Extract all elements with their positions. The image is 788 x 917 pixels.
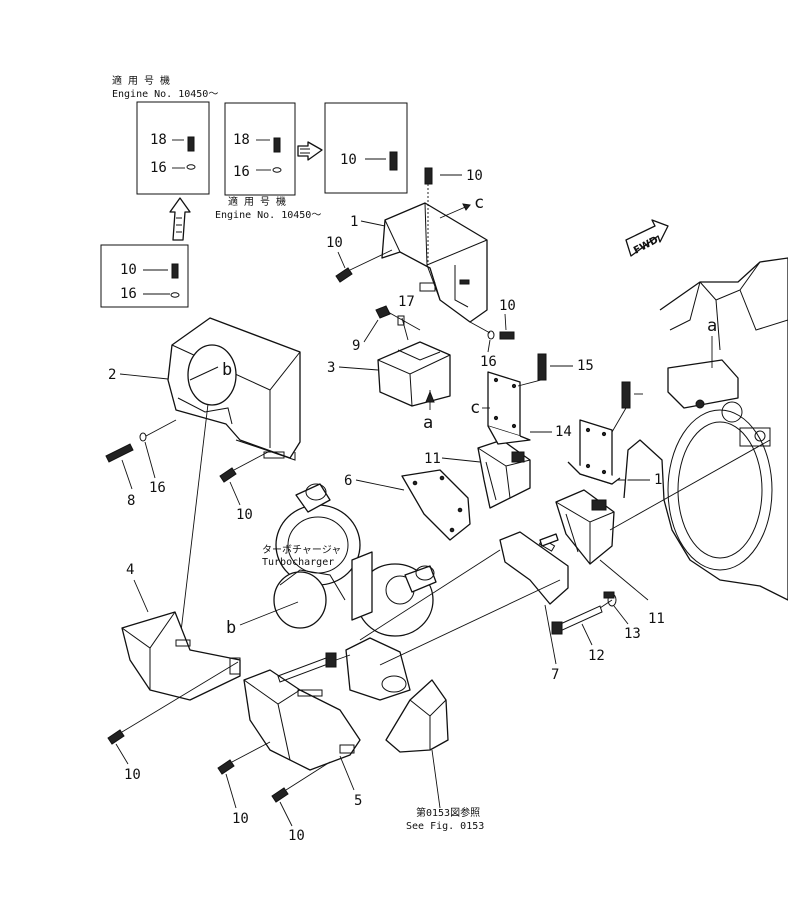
callout-18-a: 18: [150, 132, 167, 148]
see-fig-label-jp: 第0153図参照: [416, 806, 480, 819]
callout-10-c: 10: [466, 168, 483, 184]
callout-10-h: 10: [232, 811, 249, 827]
part-14-plate-b: [567, 419, 621, 485]
part-6-plate: [401, 469, 471, 541]
callout-16-c: 16: [120, 286, 137, 302]
turbo-label-jp: ターボチャージャ: [262, 544, 341, 556]
callout-10-e: 10: [499, 298, 516, 314]
callout-16-d: 16: [480, 354, 497, 370]
callout-11-b: 11: [648, 611, 665, 627]
callout-9: 9: [352, 338, 360, 354]
engine-note-jp-1: 適 用 号 機: [112, 74, 170, 87]
bolt-long-mid: [277, 652, 351, 683]
callout-8: 8: [127, 493, 135, 509]
part-4-cover: [121, 611, 241, 701]
callout-10-i: 10: [288, 828, 305, 844]
callout-18-b: 18: [233, 132, 250, 148]
up-arrow-icon: [169, 197, 191, 241]
bolt-12: [551, 599, 613, 635]
part-5-cover: [243, 669, 361, 771]
callout-10-g: 10: [124, 767, 141, 783]
callout-11-a: 11: [424, 451, 441, 467]
turbocharger: [273, 483, 437, 701]
callout-17: 17: [398, 294, 415, 310]
engine-housing: [623, 257, 788, 601]
bolt-10-top: [424, 167, 433, 265]
part-1-cover: [381, 202, 488, 323]
ref-c-2: c: [470, 398, 480, 418]
callout-16-b: 16: [233, 164, 250, 180]
turbo-label-en: Turbocharger: [262, 557, 334, 568]
exhaust-elbow: [385, 679, 449, 753]
bolt-10-under-4: [107, 661, 239, 745]
bolt-10-left: [335, 249, 393, 283]
callout-5: 5: [354, 793, 362, 809]
bolt-10-under-2: [219, 451, 269, 483]
ref-c-1: c: [474, 193, 484, 213]
callout-10-f: 10: [236, 507, 253, 523]
bolt-15-a: [517, 353, 547, 387]
ref-b-1: b: [222, 360, 232, 380]
callout-14-a: 14: [555, 424, 572, 440]
engine-no-note-2: Engine No. 10450～: [215, 210, 321, 221]
part-11-bracket-b: [555, 489, 615, 565]
inset-box-a: [136, 101, 210, 195]
fwd-arrow-icon: FWD: [625, 219, 669, 257]
washer-13: [603, 591, 617, 607]
ref-a-1: a: [423, 413, 433, 433]
bolt-15-b: [611, 381, 631, 433]
engine-no-note-1: Engine No. 10450～: [112, 89, 218, 100]
bolt-9: [375, 305, 421, 341]
bolt-10-right: [469, 321, 515, 340]
callout-10-d: 10: [326, 235, 343, 251]
callout-13: 13: [624, 626, 641, 642]
callout-7: 7: [551, 667, 559, 683]
part-7-cover: [359, 531, 569, 666]
part-11-bracket-a: [477, 439, 531, 509]
dowel-pin: [539, 533, 559, 547]
callout-10-b: 10: [120, 262, 137, 278]
callout-15-a: 15: [577, 358, 594, 374]
callout-16-a: 16: [150, 160, 167, 176]
callout-10-a: 10: [340, 152, 357, 168]
bolt-10-under-5b: [271, 761, 331, 803]
callout-2: 2: [108, 367, 116, 383]
part-3-bracket: [377, 341, 451, 407]
callout-4: 4: [126, 562, 134, 578]
ref-a-2: a: [707, 316, 717, 336]
ref-b-2: b: [226, 618, 236, 638]
callout-12: 12: [588, 648, 605, 664]
callout-6: 6: [344, 473, 352, 489]
see-fig-label-en: See Fig. 0153: [406, 821, 484, 832]
part-14-plate-a: [487, 371, 531, 445]
callout-16-e: 16: [149, 480, 166, 496]
callout-3: 3: [327, 360, 335, 376]
engine-note-jp-2: 適 用 号 機: [228, 195, 286, 208]
left-arrow-icon: [297, 141, 323, 161]
part-2-cover: [167, 317, 301, 461]
bolt-10-under-5a: [217, 741, 271, 775]
bolt-8: [105, 419, 177, 463]
inset-box-d: [100, 244, 189, 308]
callout-1: 1: [350, 214, 358, 230]
inset-box-c: [324, 102, 408, 194]
inset-box-b: [224, 102, 296, 196]
